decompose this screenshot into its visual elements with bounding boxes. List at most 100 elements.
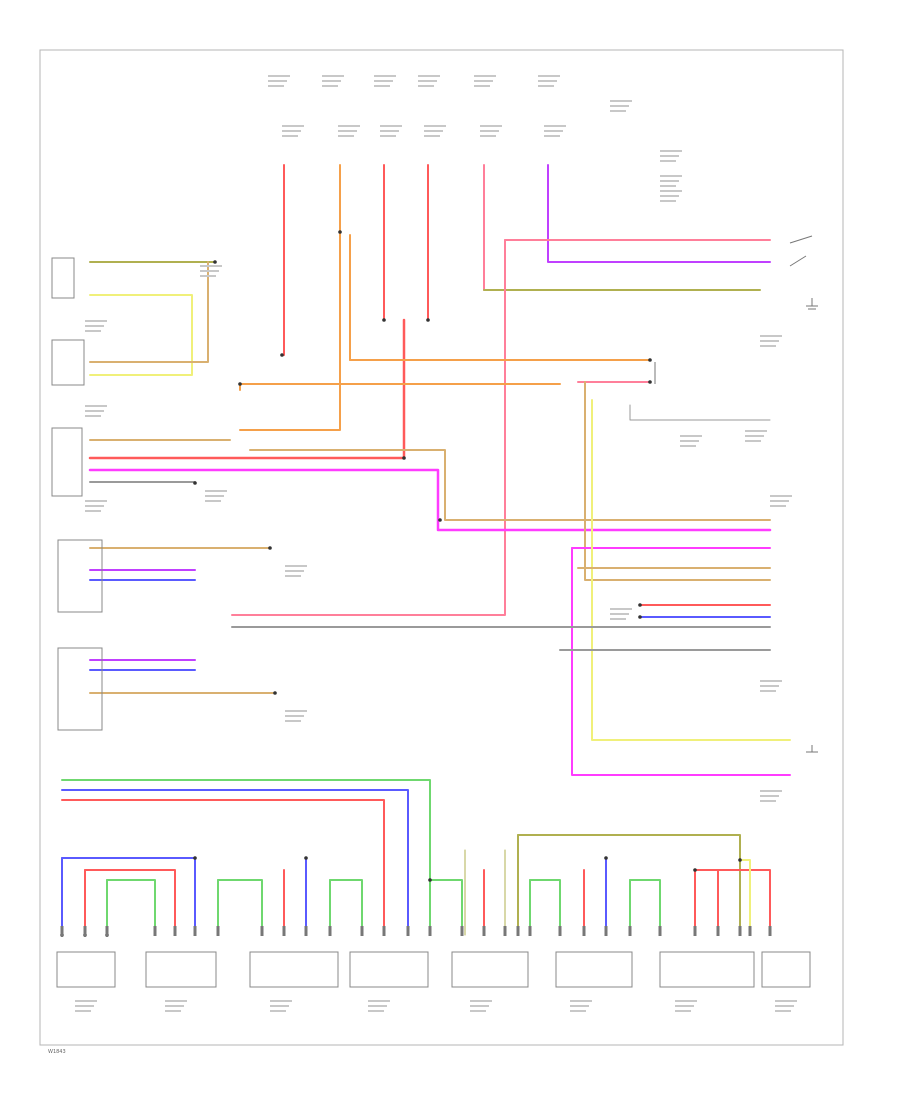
label-text-block [205, 490, 227, 492]
label-text-block [75, 1000, 97, 1002]
label-text-block [760, 340, 779, 342]
component-box [349, 951, 429, 988]
connector-pin-icon [503, 926, 507, 936]
label-text-block [570, 1010, 586, 1012]
label-text-block [660, 155, 679, 157]
label-text-block [424, 135, 440, 137]
label-text-block [75, 1010, 91, 1012]
label-text-block [200, 265, 222, 267]
component-layer [51, 257, 811, 988]
label-text-block [470, 1010, 486, 1012]
label-text-block [374, 85, 390, 87]
label-text-block [285, 715, 304, 717]
splice-dot-icon [280, 353, 284, 357]
label-text-block [322, 85, 338, 87]
connector-pin-icon [516, 926, 520, 936]
label-text-block [760, 795, 779, 797]
splice-dot-icon [193, 856, 197, 860]
switch-contact-icon [654, 235, 813, 384]
connector-pin-icon [153, 926, 157, 936]
green-wire [529, 879, 561, 936]
label-text-block [480, 125, 502, 127]
red-wire [84, 869, 176, 936]
label-text-block [268, 75, 290, 77]
yellow-wire [739, 859, 751, 936]
label-text-block [538, 75, 560, 77]
splice-dot-icon [438, 518, 442, 522]
connector-pin-icon [260, 926, 264, 936]
label-text-block [270, 1005, 289, 1007]
label-text-block [85, 505, 104, 507]
label-text-block [760, 680, 782, 682]
label-text-block [418, 80, 437, 82]
label-text-block [285, 570, 304, 572]
label-text-block [470, 1000, 492, 1002]
label-text-block [85, 405, 107, 407]
label-text-block [760, 345, 776, 347]
connector-pin-icon [738, 926, 742, 936]
splice-dot-icon [338, 230, 342, 234]
component-box [761, 951, 811, 988]
splice-dot-icon [428, 878, 432, 882]
label-text-block [570, 1005, 589, 1007]
label-text-block [380, 130, 399, 132]
label-text-block [380, 135, 396, 137]
connector-pin-icon [582, 926, 586, 936]
label-text-block [680, 445, 696, 447]
connector-pin-icon [406, 926, 410, 936]
label-text-block [544, 130, 563, 132]
label-text-block [282, 135, 298, 137]
label-text-block [770, 495, 792, 497]
label-text-block [660, 150, 682, 152]
component-box [57, 647, 103, 731]
splice-dot-icon [738, 858, 742, 862]
connector-pin-icon [716, 926, 720, 936]
label-text-block [85, 415, 101, 417]
label-text-block [660, 195, 679, 197]
label-text-block [270, 1000, 292, 1002]
label-text-block [570, 1000, 592, 1002]
label-text-block [338, 135, 354, 137]
connector-pin-icon [105, 926, 109, 936]
splice-dot-icon [268, 546, 272, 550]
ground-symbol-icon [806, 745, 818, 753]
tan-wire [584, 381, 771, 581]
label-text-block [675, 1010, 691, 1012]
connector-pin-icon [382, 926, 386, 936]
label-text-block [368, 1000, 390, 1002]
label-text-block [480, 135, 496, 137]
label-text-block [85, 410, 104, 412]
label-text-block [770, 505, 786, 507]
label-text-block [770, 500, 789, 502]
label-layer [75, 75, 797, 1012]
label-text-block [205, 500, 221, 502]
label-text-block [285, 710, 307, 712]
red-wire [88, 318, 406, 460]
label-text-block [285, 565, 307, 567]
splice-dot-icon [213, 260, 217, 264]
green-wire [629, 879, 661, 936]
connector-pin-icon [360, 926, 364, 936]
label-text-block [85, 510, 101, 512]
connector-pin-icon [748, 926, 752, 936]
label-text-block [775, 1005, 794, 1007]
label-text-block [374, 80, 393, 82]
green-wire [217, 879, 263, 936]
tan-wire [89, 261, 209, 363]
connector-pin-icon [768, 926, 772, 936]
splice-dot-icon [693, 868, 697, 872]
label-text-block [544, 135, 560, 137]
label-text-block [760, 335, 782, 337]
label-text-block [660, 200, 676, 202]
label-text-block [660, 185, 676, 187]
component-box [451, 951, 529, 988]
magenta-wire [571, 547, 791, 776]
connector-pin-icon [328, 926, 332, 936]
splice-dot-icon [638, 603, 642, 607]
label-text-block [205, 495, 224, 497]
label-text-block [610, 105, 629, 107]
connector-pin-icon [628, 926, 632, 936]
label-text-block [760, 800, 776, 802]
diagram-frame [39, 49, 844, 1046]
